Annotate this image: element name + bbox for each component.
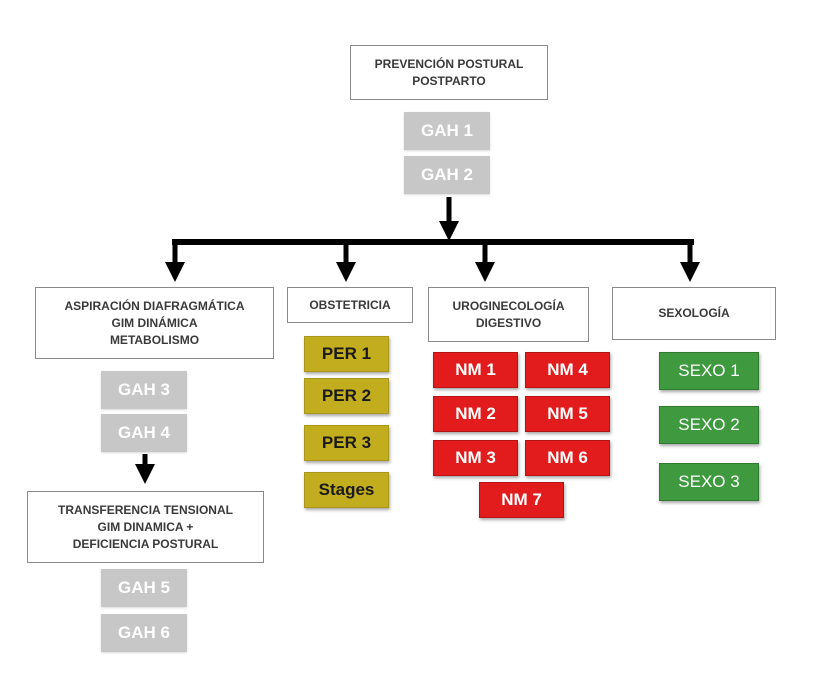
sexologia-node: SEXOLOGÍA — [612, 287, 776, 340]
nm-3-box: NM 3 — [433, 440, 518, 476]
sexo-1-box: SEXO 1 — [659, 352, 759, 390]
gah-1-box: GAH 1 — [404, 112, 490, 150]
per-1-box: PER 1 — [304, 336, 389, 372]
nm-4-box: NM 4 — [525, 352, 610, 388]
nm-1-box: NM 1 — [433, 352, 518, 388]
gah-3-box: GAH 3 — [101, 371, 187, 409]
sexo-3-box: SEXO 3 — [659, 463, 759, 501]
sexo-2-box: SEXO 2 — [659, 406, 759, 444]
nm-6-box: NM 6 — [525, 440, 610, 476]
aspiracion-node: ASPIRACIÓN DIAFRAGMÁTICA GIM DINÁMICA ME… — [35, 287, 274, 359]
per-3-box: PER 3 — [304, 425, 389, 461]
per-2-box: PER 2 — [304, 378, 389, 414]
root-node-prevencion-postural: PREVENCIÓN POSTURAL POSTPARTO — [350, 45, 548, 100]
nm-2-box: NM 2 — [433, 396, 518, 432]
gah-2-box: GAH 2 — [404, 156, 490, 194]
uroginecologia-node: UROGINECOLOGÍA DIGESTIVO — [428, 287, 589, 342]
gah-5-box: GAH 5 — [101, 569, 187, 607]
gah-6-box: GAH 6 — [101, 614, 187, 652]
nm-5-box: NM 5 — [525, 396, 610, 432]
transferencia-node: TRANSFERENCIA TENSIONAL GIM DINAMICA + D… — [27, 491, 264, 563]
obstetricia-node: OBSTETRICIA — [287, 287, 413, 323]
stages-box: Stages — [304, 472, 389, 508]
gah-4-box: GAH 4 — [101, 414, 187, 452]
nm-7-box: NM 7 — [479, 482, 564, 518]
